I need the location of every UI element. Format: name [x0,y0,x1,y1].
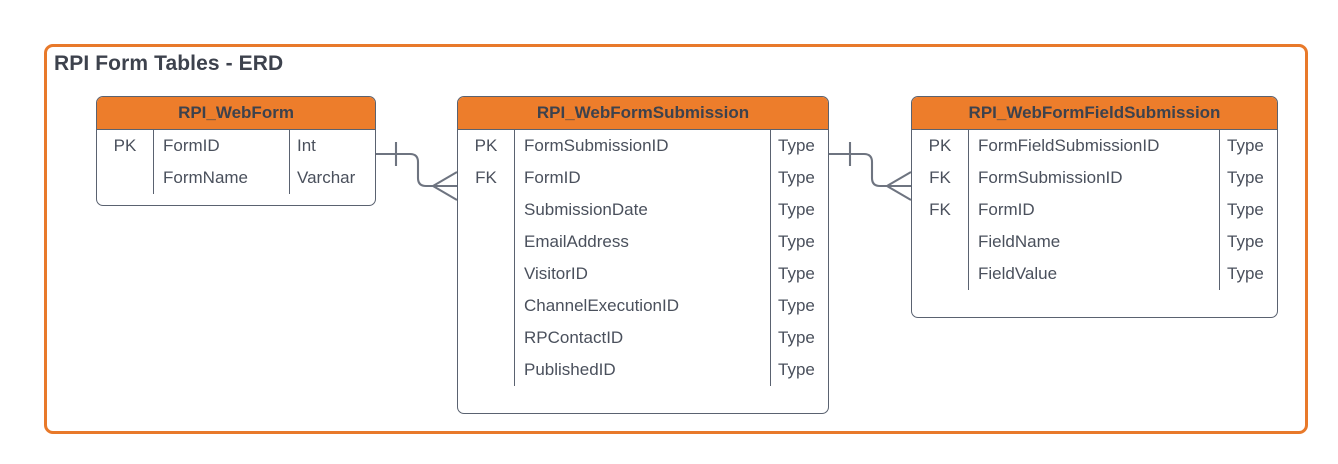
field-type: Type [778,200,815,219]
entity-table-rpi-webformfieldsubmission[interactable]: RPI_WebFormFieldSubmission PK FK FK Form… [911,96,1278,318]
field-name: FormID [978,200,1035,219]
field-name: EmailAddress [524,232,629,251]
key-flag [912,226,968,258]
field-type: Type [778,264,815,283]
field-type: Varchar [297,168,356,187]
key-column: PK FK [458,130,515,386]
key-flag: FK [929,168,951,187]
field-name: FieldName [978,232,1061,251]
field-name: FormSubmissionID [524,136,669,155]
field-type: Type [778,328,815,347]
key-flag: FK [475,168,497,187]
key-flag: PK [113,136,137,155]
key-flag [458,354,514,386]
field-name: FieldValue [978,264,1058,283]
key-flag: FK [929,200,951,219]
field-name: FormID [163,136,220,155]
key-flag [458,226,514,258]
entity-body-rpi-webform: PK FormID FormName Int Varchar [97,130,375,194]
key-flag: PK [928,136,952,155]
entity-table-rpi-webform[interactable]: RPI_WebForm PK FormID FormName Int Varch… [96,96,376,206]
key-flag [912,258,968,290]
key-column: PK [97,130,154,194]
field-type-column: Int Varchar [290,130,375,194]
field-name: RPContactID [524,328,624,347]
key-flag: PK [474,136,498,155]
entity-header-rpi-webformfieldsubmission: RPI_WebFormFieldSubmission [912,97,1277,130]
field-name: PublishedID [524,360,616,379]
entity-header-rpi-webform: RPI_WebForm [97,97,375,130]
field-name: SubmissionDate [524,200,648,219]
field-type: Type [778,168,815,187]
key-flag [458,258,514,290]
field-name: FormSubmissionID [978,168,1123,187]
field-type: Type [778,360,815,379]
field-type-column: Type Type Type Type Type Type Type Type [771,130,828,386]
entity-body-rpi-webformfieldsubmission: PK FK FK FormFieldSubmissionID FormSubmi… [912,130,1277,290]
field-type: Type [1227,264,1264,283]
field-name-column: FormID FormName [154,130,290,194]
field-type: Type [778,296,815,315]
entity-table-rpi-webformsubmission[interactable]: RPI_WebFormSubmission PK FK FormSubmissi… [457,96,829,414]
key-flag [458,322,514,354]
entity-body-rpi-webformsubmission: PK FK FormSubmissionID FormID Submission… [458,130,828,386]
field-type: Int [297,136,316,155]
field-name-column: FormSubmissionID FormID SubmissionDate E… [515,130,771,386]
field-name: FormID [524,168,581,187]
field-name: FormFieldSubmissionID [978,136,1160,155]
key-flag [97,162,153,194]
field-type: Type [1227,136,1264,155]
key-flag [458,290,514,322]
entity-header-rpi-webformsubmission: RPI_WebFormSubmission [458,97,828,130]
key-column: PK FK FK [912,130,969,290]
key-flag [458,194,514,226]
field-type: Type [1227,232,1264,251]
field-name: ChannelExecutionID [524,296,679,315]
field-type: Type [778,136,815,155]
field-name-column: FormFieldSubmissionID FormSubmissionID F… [969,130,1220,290]
field-type: Type [1227,200,1264,219]
field-type-column: Type Type Type Type Type [1220,130,1277,290]
diagram-title: RPI Form Tables - ERD [54,52,284,75]
field-type: Type [778,232,815,251]
field-name: VisitorID [524,264,588,283]
field-name: FormName [163,168,249,187]
field-type: Type [1227,168,1264,187]
